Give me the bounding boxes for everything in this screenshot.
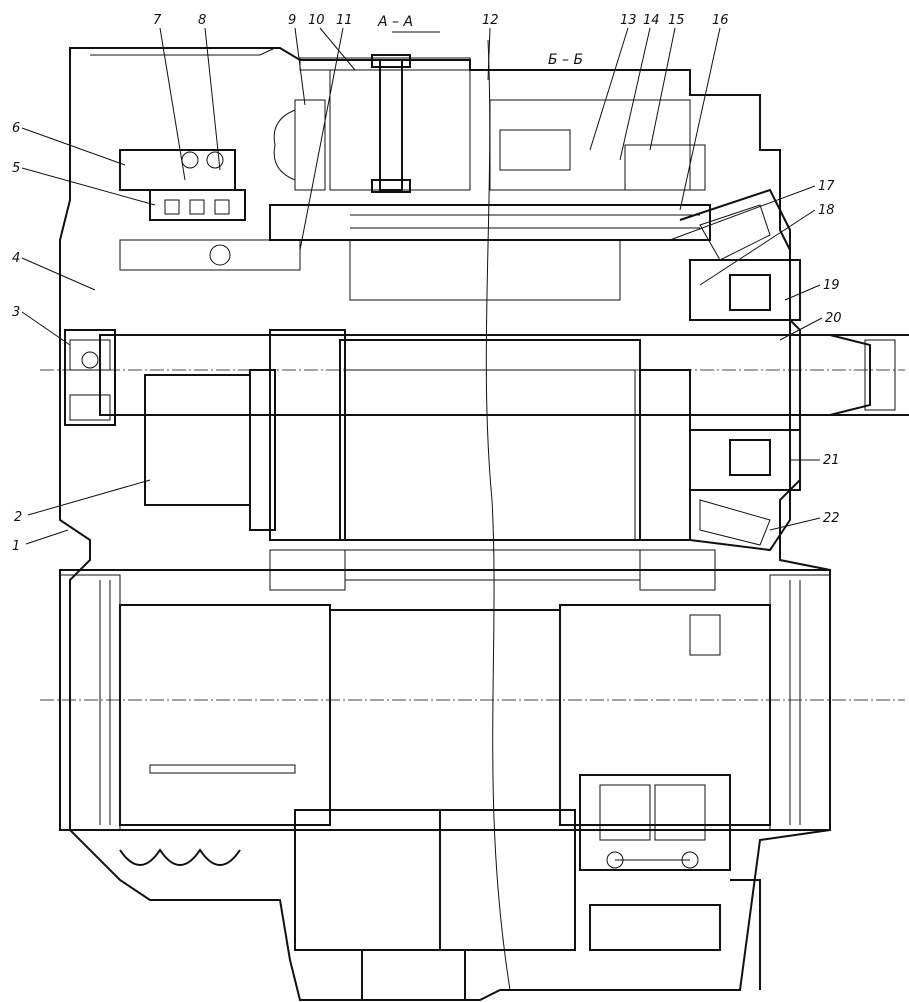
callout-4: 4 — [12, 251, 20, 266]
end-shield-right — [679, 188, 791, 552]
callout-18: 18 — [818, 203, 835, 218]
callout-2: 2 — [14, 510, 22, 525]
brush-holder-assembly — [119, 149, 301, 271]
armature-core — [269, 329, 691, 541]
callout-16: 16 — [712, 13, 729, 28]
armature-shaft — [99, 334, 909, 416]
terminal-box — [579, 774, 731, 951]
callout-5: 5 — [12, 161, 20, 176]
callout-22: 22 — [823, 511, 840, 526]
section-break-line — [485, 39, 511, 991]
bearing-right — [689, 259, 801, 491]
frame-bolt — [371, 54, 411, 193]
oil-sump — [294, 809, 576, 1000]
callout-14: 14 — [643, 13, 660, 28]
callout-19: 19 — [823, 278, 840, 293]
bearing-left — [64, 329, 116, 426]
callout-9: 9 — [288, 13, 296, 28]
callout-6: 6 — [12, 121, 20, 136]
callout-labels: 1 2 3 4 5 6 7 8 9 10 11 12 13 14 15 16 1… — [12, 13, 842, 554]
section-markers: А – А Б – Б — [377, 14, 600, 71]
callout-15: 15 — [668, 13, 685, 28]
section-label-b-b: Б – Б — [548, 52, 583, 68]
callout-11: 11 — [336, 13, 353, 28]
callout-12: 12 — [482, 13, 499, 28]
mounting-lugs — [119, 848, 761, 990]
callout-21: 21 — [823, 453, 840, 468]
callout-13: 13 — [620, 13, 637, 28]
main-pole — [269, 204, 711, 301]
leader-lines — [21, 27, 823, 545]
callout-1: 1 — [12, 539, 20, 554]
callout-17: 17 — [818, 179, 835, 194]
callout-10: 10 — [308, 13, 325, 28]
callout-3: 3 — [12, 305, 20, 320]
section-label-a-a: А – А — [377, 14, 413, 30]
callout-8: 8 — [198, 13, 206, 28]
commutator — [144, 369, 276, 531]
stator-winding-right — [624, 144, 706, 191]
callout-20: 20 — [825, 311, 842, 326]
callout-7: 7 — [153, 13, 162, 28]
stator-winding-left — [273, 99, 326, 191]
